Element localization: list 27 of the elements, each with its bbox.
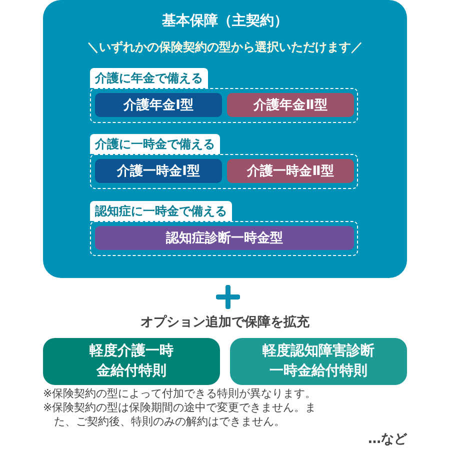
dashed-group-frame <box>90 68 358 123</box>
plan-name: 軽度介護一時金給付特則 <box>88 342 174 380</box>
plan-box <box>95 226 354 250</box>
option-heading: オプション追加で保障を拡充 <box>140 316 310 330</box>
note-text: ※保険契約の型によって付加できる特則が異なります。 <box>43 387 318 401</box>
main-panel <box>43 0 407 278</box>
panel-title: 基本保障（主契約） <box>161 12 289 30</box>
plan-name: 軽度認知障害診断一時金給付特則 <box>262 342 376 380</box>
plan-name: 介護年金Ⅱ型 <box>254 97 328 114</box>
panel-subtitle: ＼いずれかの保険契約の型から選択いただけます／ <box>86 39 364 56</box>
plan-box <box>95 93 222 117</box>
plan-box <box>227 93 354 117</box>
option-box <box>43 338 220 385</box>
plan-name: 介護年金Ⅰ型 <box>124 97 194 114</box>
plan-box <box>95 159 222 183</box>
group-heading-tab: 介護に年金で備える <box>90 68 208 88</box>
group-heading-tab: 認知症に一時金で備える <box>90 201 232 221</box>
group-heading-tab: 介護に一時金で備える <box>90 134 220 154</box>
plan-box <box>227 159 354 183</box>
plan-name: 認知症診断一時金型 <box>166 230 283 247</box>
dashed-group-frame <box>90 201 358 256</box>
plan-name: 介護一時金Ⅰ型 <box>117 163 200 180</box>
plan-name: 介護一時金Ⅱ型 <box>247 163 334 180</box>
dashed-group-frame <box>90 134 358 189</box>
note-text: ※保険契約の型は保険期間の途中で変更できません。また、ご契約後、特則のみの解約はできません。 <box>43 401 318 429</box>
option-box <box>230 338 407 385</box>
etc-text: …など <box>367 433 407 447</box>
